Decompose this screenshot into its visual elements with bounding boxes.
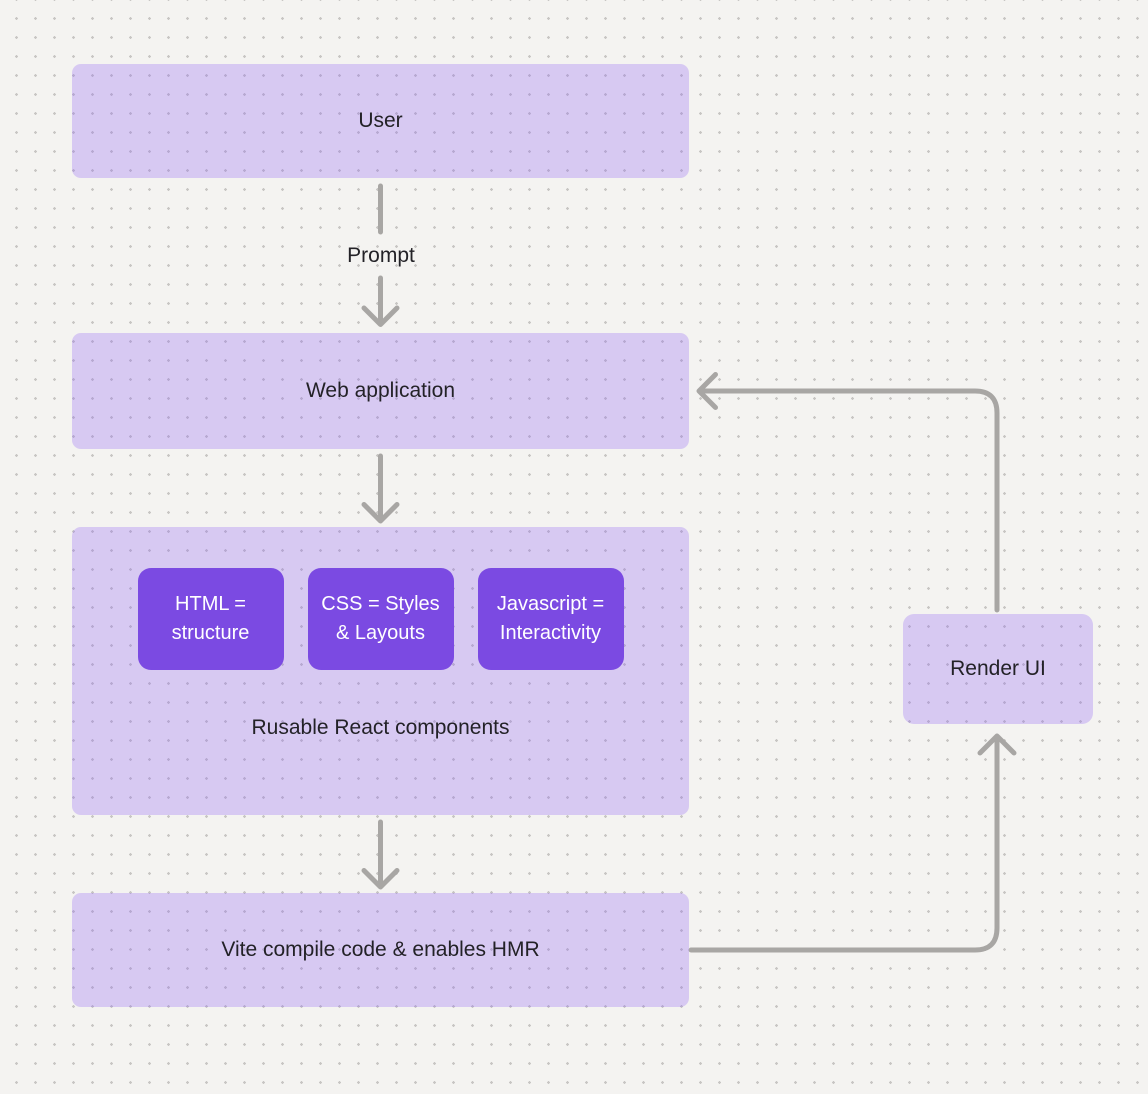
edge-label-prompt: Prompt bbox=[347, 244, 415, 267]
arrowhead-up-renderui bbox=[977, 733, 1017, 756]
node-vite: Vite compile code & enables HMR bbox=[72, 893, 689, 1007]
arrowhead-left-webapp bbox=[696, 372, 718, 410]
node-user-label: User bbox=[358, 108, 403, 132]
connector-renderui-webapp bbox=[697, 388, 1000, 613]
components-row: HTML = structure CSS = Styles & Layouts … bbox=[137, 568, 624, 670]
node-render-ui-label: Render UI bbox=[950, 656, 1046, 680]
node-web-application-label: Web application bbox=[305, 378, 456, 402]
node-web-application: Web application bbox=[72, 333, 689, 449]
arrowhead-down-vite bbox=[361, 868, 400, 890]
node-render-ui: Render UI bbox=[903, 614, 1093, 724]
arrowhead-down-webapp bbox=[361, 305, 400, 327]
node-vite-label: Vite compile code & enables HMR bbox=[221, 937, 540, 961]
node-css-label: CSS = Styles & Layouts bbox=[321, 593, 440, 644]
node-html: HTML = structure bbox=[137, 568, 284, 670]
node-user: User bbox=[72, 64, 689, 178]
node-css: CSS = Styles & Layouts bbox=[307, 568, 454, 670]
node-components-group: HTML = structure CSS = Styles & Layouts … bbox=[72, 527, 689, 815]
node-javascript-label: Javascript = Interactivity bbox=[496, 593, 605, 644]
node-html-label: HTML = structure bbox=[171, 593, 250, 644]
components-group-label: Rusable React components bbox=[251, 716, 510, 739]
arrowhead-down-components bbox=[361, 502, 400, 524]
connector-vite-renderui bbox=[688, 735, 1000, 953]
node-javascript: Javascript = Interactivity bbox=[477, 568, 624, 670]
